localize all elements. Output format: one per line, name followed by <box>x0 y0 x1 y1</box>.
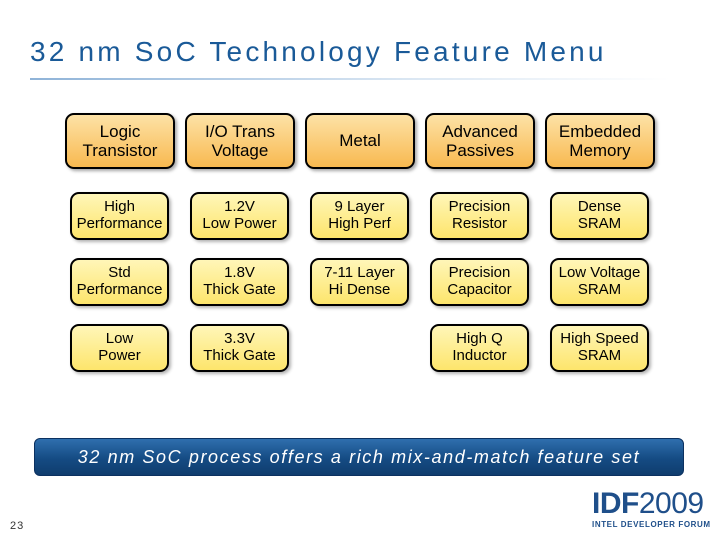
cell-1-2v-low-power: 1.2V Low Power <box>190 192 289 240</box>
cell-7-11-layer-hi-dense: 7-11 Layer Hi Dense <box>310 258 409 306</box>
cell-high-speed-sram: High Speed SRAM <box>550 324 649 372</box>
header-io-trans-voltage: I/O Trans Voltage <box>185 113 295 169</box>
logo-wordmark: IDF2009 <box>592 489 704 519</box>
header-logic-transistor: Logic Transistor <box>65 113 175 169</box>
logo-year: 2009 <box>638 487 704 520</box>
cell-dense-sram: Dense SRAM <box>550 192 649 240</box>
summary-banner: 32 nm SoC process offers a rich mix-and-… <box>34 438 684 476</box>
idf-logo: IDF2009 INTEL DEVELOPER FORUM <box>592 489 711 533</box>
cell-1-8v-thick-gate: 1.8V Thick Gate <box>190 258 289 306</box>
cell-precision-capacitor: Precision Capacitor <box>430 258 529 306</box>
cell-precision-resistor: Precision Resistor <box>430 192 529 240</box>
cell-std-performance: Std Performance <box>70 258 169 306</box>
slide-title: 32 nm SoC Technology Feature Menu <box>30 36 607 67</box>
header-metal: Metal <box>305 113 415 169</box>
cell-9-layer-high-perf: 9 Layer High Perf <box>310 192 409 240</box>
cell-low-power: Low Power <box>70 324 169 372</box>
header-embedded-memory: Embedded Memory <box>545 113 655 169</box>
title-underline <box>30 78 670 80</box>
cell-high-q-inductor: High Q Inductor <box>430 324 529 372</box>
header-advanced-passives: Advanced Passives <box>425 113 535 169</box>
page-number: 23 <box>10 520 25 532</box>
cell-low-voltage-sram: Low Voltage SRAM <box>550 258 649 306</box>
cell-high-performance: High Performance <box>70 192 169 240</box>
logo-idf: IDF <box>592 487 639 520</box>
logo-subtitle: INTEL DEVELOPER FORUM <box>592 520 711 529</box>
cell-3-3v-thick-gate: 3.3V Thick Gate <box>190 324 289 372</box>
